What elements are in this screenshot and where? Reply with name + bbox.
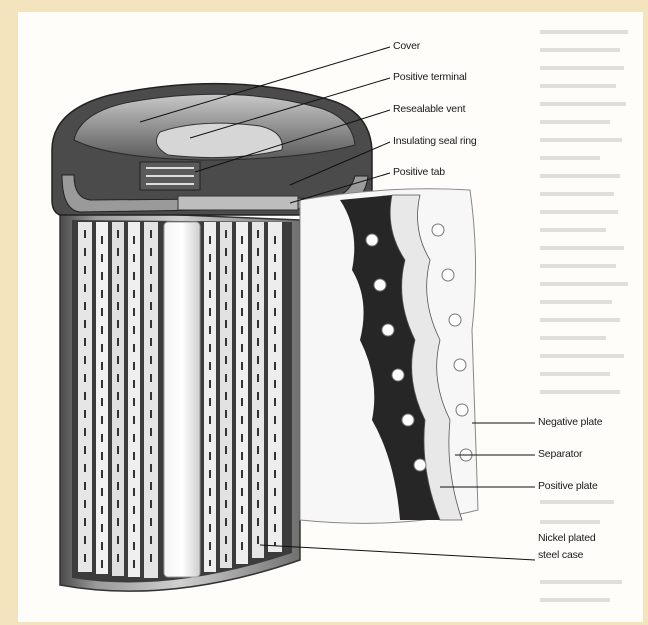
label-cover: Cover (393, 40, 420, 52)
label-negative-plate: Negative plate (538, 416, 602, 428)
label-positive-tab: Positive tab (393, 166, 445, 178)
label-insulating-seal-ring: Insulating seal ring (393, 135, 477, 147)
label-positive-terminal: Positive terminal (393, 71, 467, 83)
label-resealable-vent: Resealable vent (393, 103, 465, 115)
positive-terminal (156, 123, 282, 157)
positive-tab (178, 196, 298, 210)
label-positive-plate: Positive plate (538, 480, 598, 492)
center-roll (164, 222, 200, 577)
label-nickel-plated-steel-case: Nickel plated steel case (538, 530, 618, 564)
label-separator: Separator (538, 448, 582, 460)
